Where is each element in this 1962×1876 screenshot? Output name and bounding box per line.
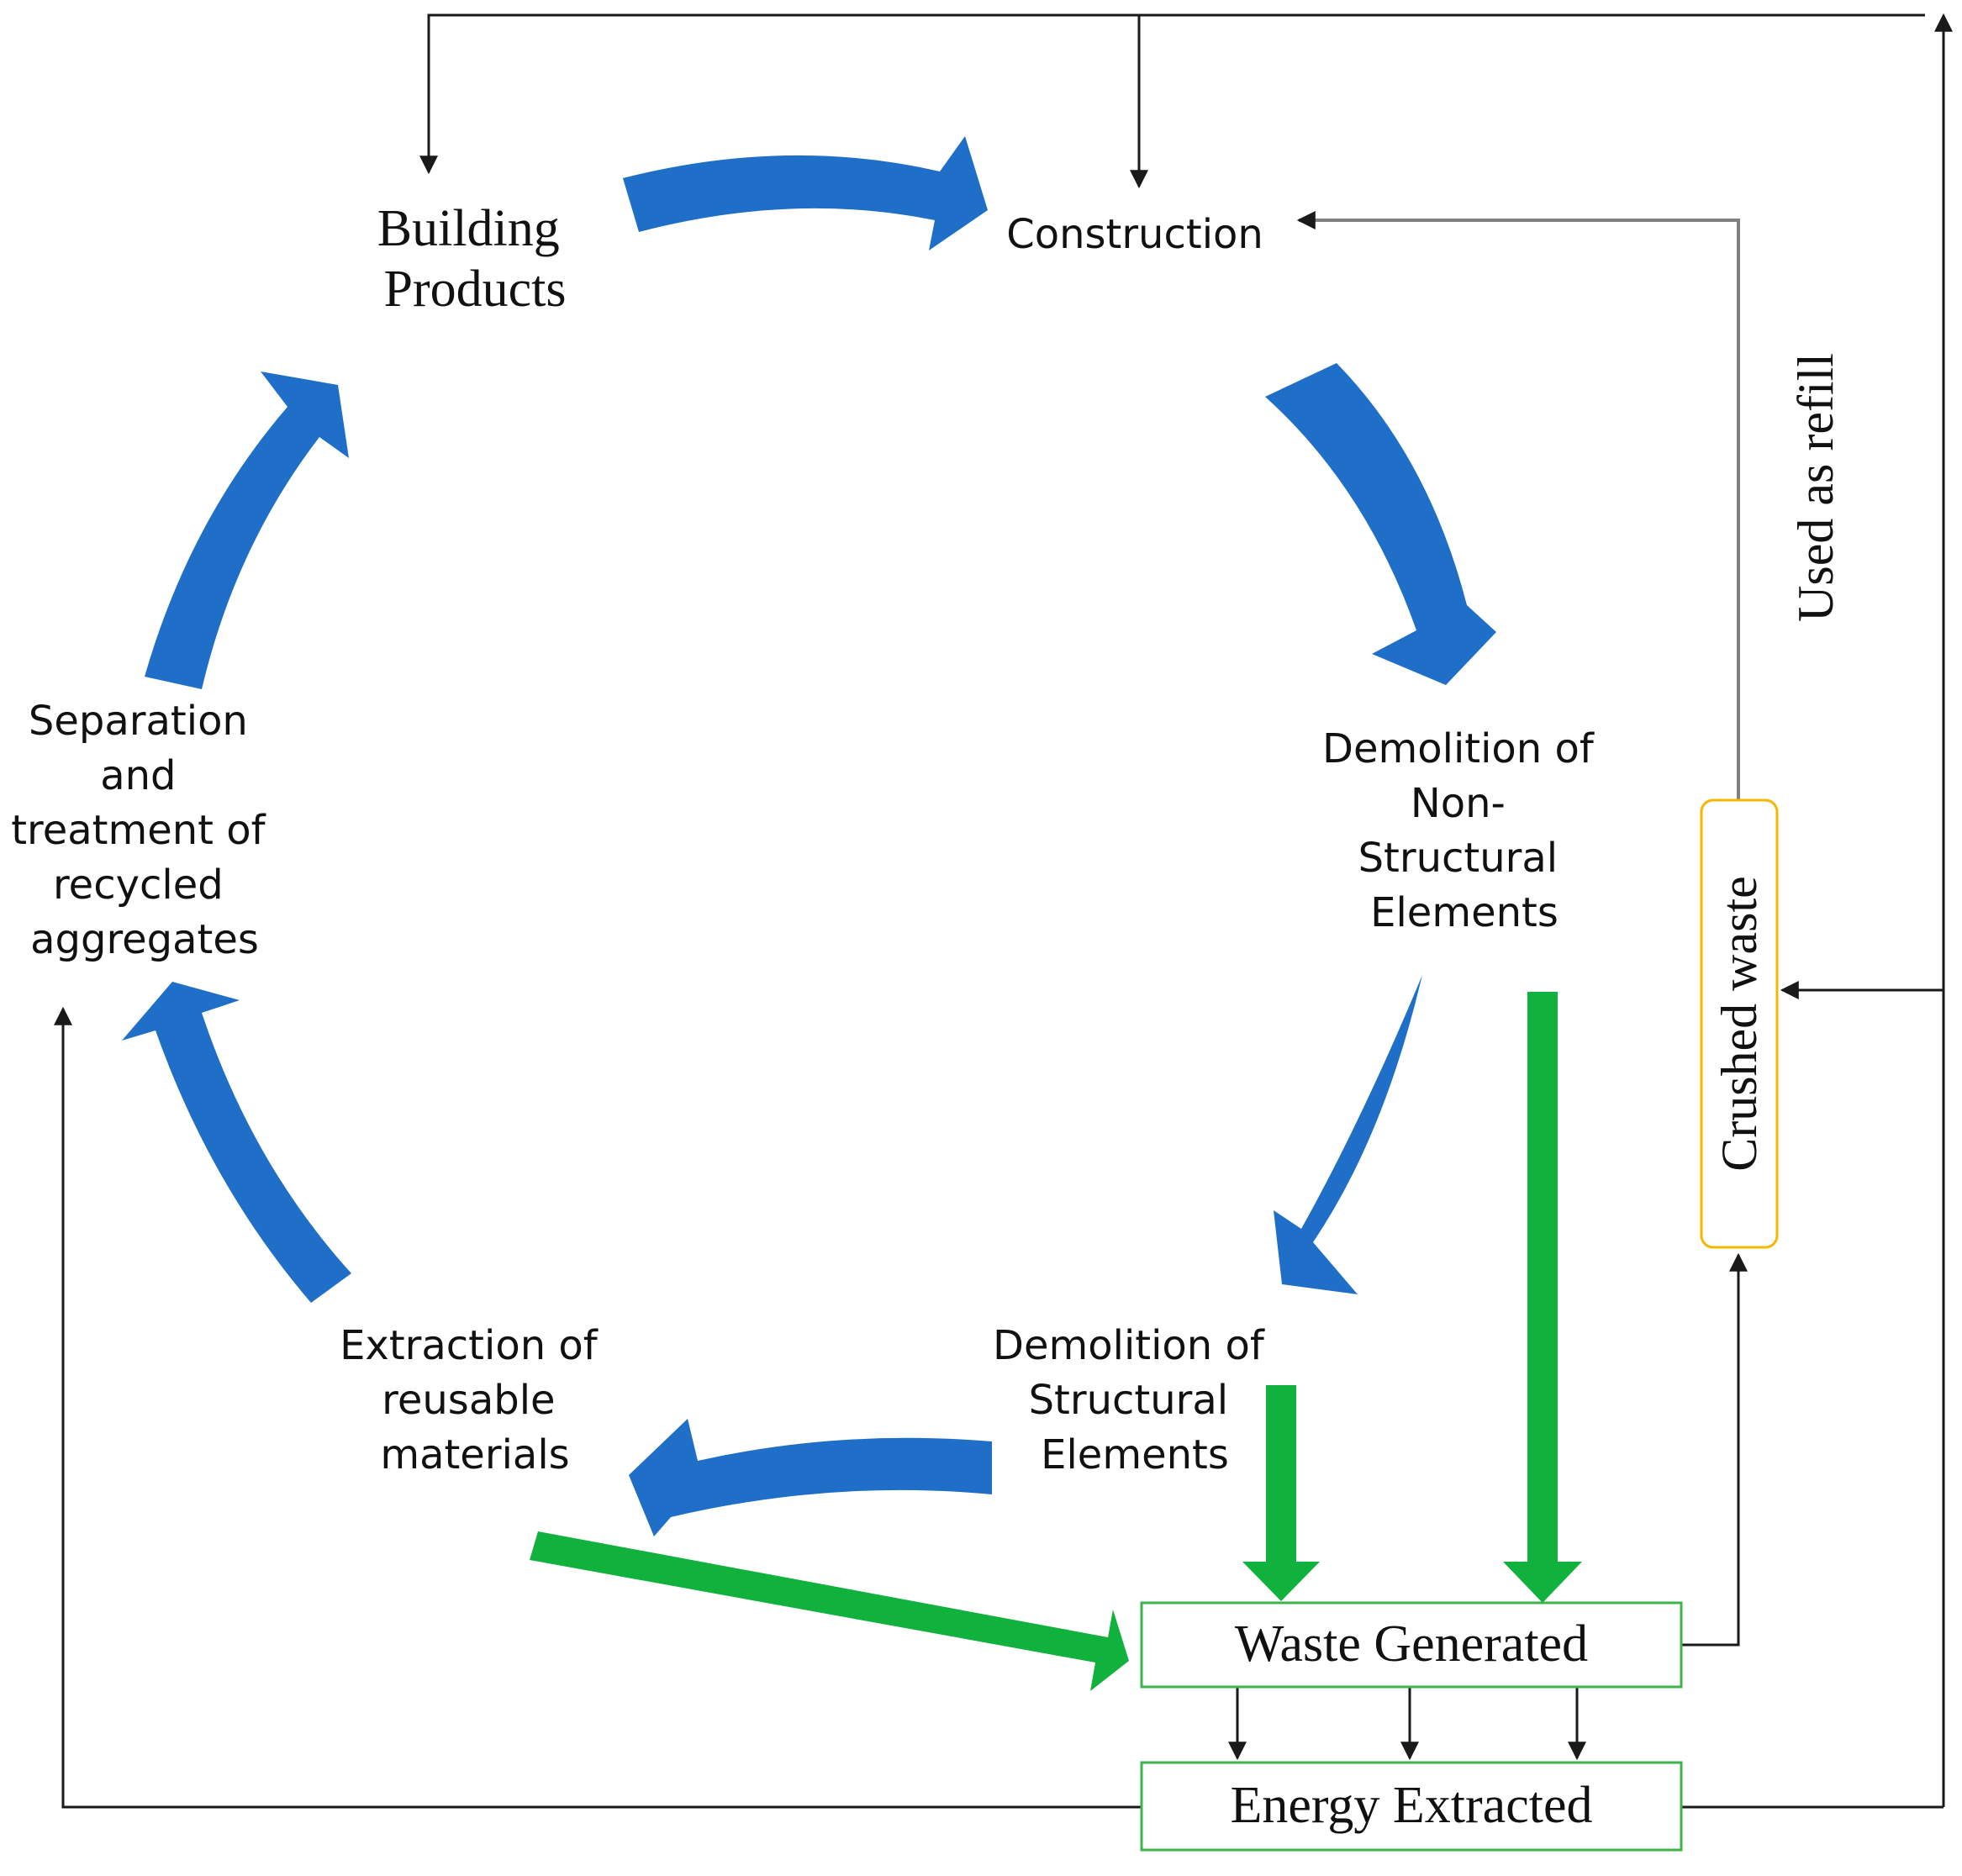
node-construction: Construction [1006,211,1263,258]
waste-arrow-extraction-to-waste [530,1531,1129,1691]
used-as-refill-label: Used as refill [1788,353,1843,622]
node-extraction-reusable: Extraction of reusable materials [340,1322,610,1478]
cycle-arrow-nonstructural-to-structural [1274,975,1422,1294]
cycle-arrow-construction-to-nonstructural [1265,363,1496,685]
waste-arrow-structural-to-waste [1242,1385,1320,1601]
energy-extracted-box: Energy Extracted [1140,1761,1683,1852]
energy-extracted-label: Energy Extracted [1231,1777,1593,1834]
node-demolition-non-structural: Demolition of Non- Structural Elements [1322,725,1606,936]
crushed-waste-box: Crushed waste [1700,798,1779,1249]
cycle-arrow-separation-to-products [145,372,349,689]
waste-arrows [530,992,1582,1691]
node-separation-treatment: Separation and treatment of recycled agg… [11,698,278,963]
cycle-arrows [122,136,1496,1536]
crushed-waste-label: Crushed waste [1711,876,1767,1172]
connector-lines [54,13,1953,1809]
waste-generated-label: Waste Generated [1235,1615,1588,1673]
waste-arrow-nonstructural-to-waste [1503,992,1582,1603]
waste-generated-box: Waste Generated [1140,1601,1683,1689]
energy-to-separation-line [54,1006,1142,1809]
cycle-arrow-extraction-to-separation [122,982,351,1303]
waste-to-crushed-line [1681,1252,1748,1647]
refill-line [1296,211,1740,800]
cycle-arrow-structural-to-extraction [629,1419,992,1536]
node-building-products: Building Products [377,200,573,318]
node-demolition-structural: Demolition of Structural Elements [993,1322,1277,1478]
top-bar-line [419,13,1925,175]
cycle-arrow-products-to-construction [623,136,988,250]
